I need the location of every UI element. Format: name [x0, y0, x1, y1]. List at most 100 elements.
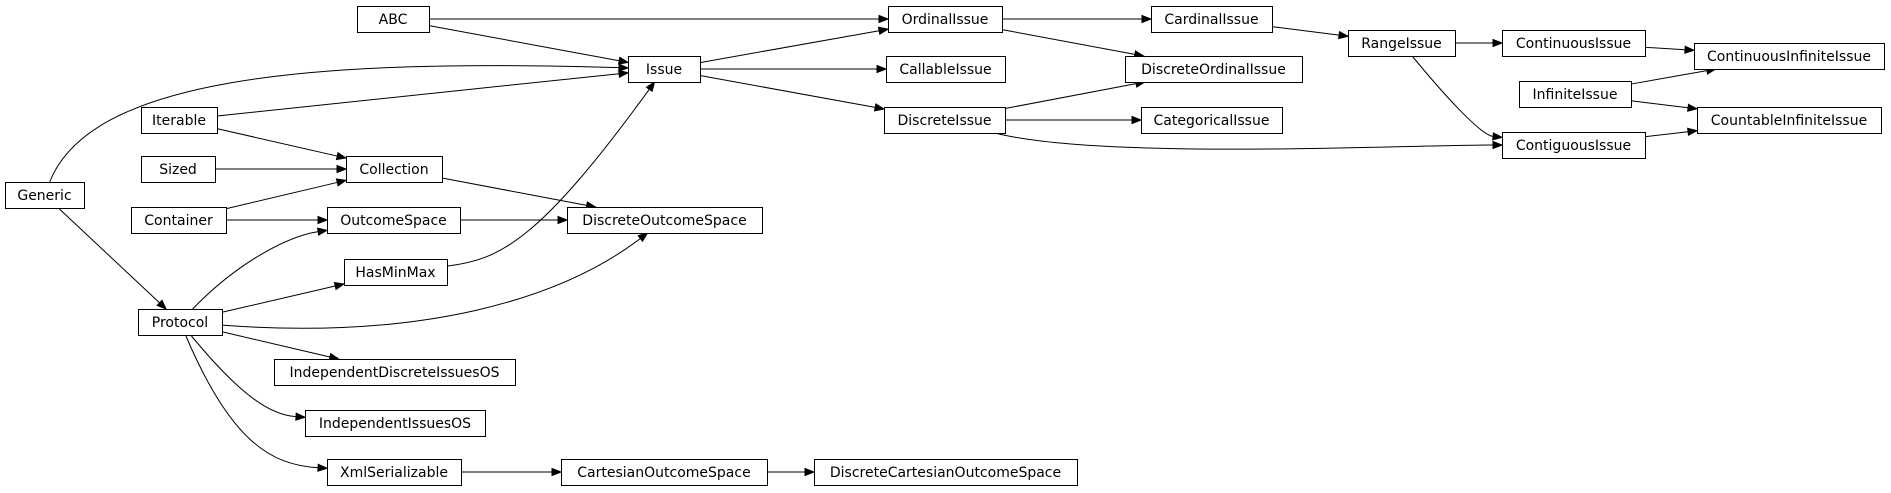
- node-label: CategoricalIssue: [1154, 113, 1270, 129]
- arrowhead-icon: [876, 64, 888, 74]
- node-label: Collection: [359, 162, 428, 178]
- node-label: RangeIssue: [1361, 36, 1442, 52]
- edge-line: [1630, 70, 1708, 85]
- node-generic[interactable]: Generic: [5, 182, 85, 209]
- edge-xmlserializable-to-cartesianoutcomespace: [461, 467, 563, 477]
- edge-abc-to-ordinalissue: [429, 14, 890, 24]
- arrowhead-icon: [637, 232, 649, 243]
- node-label: XmlSerializable: [340, 465, 448, 481]
- edge-line: [190, 334, 297, 418]
- edge-generic-to-issue: [49, 63, 630, 183]
- arrowhead-icon: [1338, 30, 1350, 40]
- edge-collection-to-discreteoutcomespace: [441, 177, 597, 210]
- node-contiguousissue[interactable]: ContiguousIssue: [1502, 132, 1646, 159]
- arrowhead-icon: [333, 281, 346, 291]
- edge-line: [49, 65, 620, 183]
- arrowhead-icon: [295, 412, 307, 421]
- edge-issue-to-discreteissue: [699, 75, 886, 112]
- node-label: Iterable: [152, 113, 206, 129]
- node-discreteordinalissue[interactable]: DiscreteOrdinalIssue: [1125, 56, 1303, 83]
- node-discreteissue[interactable]: DiscreteIssue: [884, 107, 1006, 134]
- arrowhead-icon: [1141, 14, 1153, 24]
- edge-line: [1644, 46, 1686, 51]
- edge-container-to-outcomespace: [226, 215, 329, 225]
- arrowhead-icon: [1684, 45, 1696, 54]
- arrowhead-icon: [316, 227, 329, 236]
- node-box: [888, 6, 1003, 33]
- node-issue[interactable]: Issue: [628, 56, 701, 83]
- node-independentissuesos[interactable]: IndependentIssuesOS: [305, 410, 486, 437]
- edge-line: [699, 75, 876, 108]
- edge-issue-to-ordinalissue: [699, 26, 890, 64]
- arrowhead-icon: [618, 63, 630, 72]
- arrowhead-icon: [335, 178, 348, 187]
- arrowhead-icon: [317, 463, 329, 472]
- node-independentdiscreteissuesos[interactable]: IndependentDiscreteIssuesOS: [274, 359, 516, 386]
- node-rangeissue[interactable]: RangeIssue: [1348, 30, 1456, 57]
- node-box: [1697, 107, 1882, 134]
- node-box: [141, 107, 218, 134]
- node-box: [138, 309, 223, 336]
- edge-rangeissue-to-contiguousissue: [1411, 55, 1504, 141]
- node-box: [1125, 56, 1303, 83]
- node-sized[interactable]: Sized: [141, 156, 216, 183]
- arrowhead-icon: [873, 103, 886, 112]
- node-discreteoutcomespace[interactable]: DiscreteOutcomeSpace: [567, 207, 763, 234]
- edge-container-to-collection: [225, 178, 348, 210]
- edge-protocol-to-discreteoutcomespace: [221, 232, 649, 329]
- node-label: HasMinMax: [355, 265, 435, 281]
- edge-line: [216, 73, 620, 117]
- arrowhead-icon: [877, 26, 890, 35]
- edge-line: [428, 25, 620, 62]
- arrowhead-icon: [645, 80, 656, 93]
- node-label: Generic: [17, 188, 71, 204]
- node-collection[interactable]: Collection: [346, 156, 443, 183]
- node-abc[interactable]: ABC: [357, 6, 430, 33]
- arrowhead-icon: [557, 215, 569, 225]
- node-categoricalissue[interactable]: CategoricalIssue: [1141, 107, 1283, 134]
- arrowhead-icon: [1492, 140, 1504, 150]
- node-ordinalissue[interactable]: OrdinalIssue: [888, 6, 1003, 33]
- edge-line: [1630, 100, 1689, 109]
- edge-line: [221, 331, 331, 358]
- node-box: [628, 56, 701, 83]
- node-box: [1141, 107, 1283, 134]
- edge-line: [221, 285, 336, 313]
- node-protocol[interactable]: Protocol: [138, 309, 223, 336]
- node-cardinalissue[interactable]: CardinalIssue: [1151, 6, 1273, 33]
- node-container[interactable]: Container: [131, 207, 227, 234]
- node-countableinfiniteissue[interactable]: CountableInfiniteIssue: [1697, 107, 1882, 134]
- edge-issue-to-callableissue: [700, 64, 888, 74]
- edge-outcomespace-to-discreteoutcomespace: [460, 215, 569, 225]
- node-continuousissue[interactable]: ContinuousIssue: [1502, 30, 1646, 57]
- node-label: InfiniteIssue: [1533, 87, 1618, 103]
- arrowhead-icon: [336, 164, 348, 174]
- node-iterable[interactable]: Iterable: [141, 107, 218, 134]
- node-infiniteissue[interactable]: InfiniteIssue: [1519, 81, 1632, 108]
- edge-line: [441, 177, 587, 206]
- edge-line: [446, 88, 650, 267]
- node-label: ABC: [379, 12, 408, 28]
- node-continuousinfiniteissue[interactable]: ContinuousInfiniteIssue: [1694, 43, 1885, 70]
- node-discretecartesianoutcomespace[interactable]: DiscreteCartesianOutcomeSpace: [814, 459, 1078, 486]
- node-box: [1694, 43, 1885, 70]
- arrowhead-icon: [1131, 115, 1143, 125]
- node-hasminmax[interactable]: HasMinMax: [344, 259, 448, 286]
- arrowhead-icon: [1492, 38, 1504, 48]
- node-outcomespace[interactable]: OutcomeSpace: [327, 207, 461, 234]
- node-cartesianoutcomespace[interactable]: CartesianOutcomeSpace: [561, 459, 768, 486]
- node-callableissue[interactable]: CallableIssue: [886, 56, 1006, 83]
- nodes-layer: ABC Generic IterableSizedContainerProtocol…: [5, 6, 1885, 486]
- edge-rangeissue-to-continuousissue: [1455, 38, 1504, 48]
- node-xmlserializable[interactable]: XmlSerializable: [327, 459, 462, 486]
- arrowhead-icon: [618, 69, 630, 78]
- edge-line: [225, 181, 338, 210]
- edge-cartesianoutcomespace-to-discretecartesianoutcomespace: [767, 467, 816, 477]
- edge-protocol-to-independentissuesos: [190, 334, 307, 421]
- arrowhead-icon: [1687, 127, 1699, 136]
- edge-generic-to-protocol: [58, 207, 168, 310]
- arrowhead-icon: [1687, 103, 1699, 112]
- node-box: [1502, 30, 1646, 57]
- node-box: [1151, 6, 1273, 33]
- edge-discreteissue-to-discreteordinalissue: [1004, 79, 1147, 110]
